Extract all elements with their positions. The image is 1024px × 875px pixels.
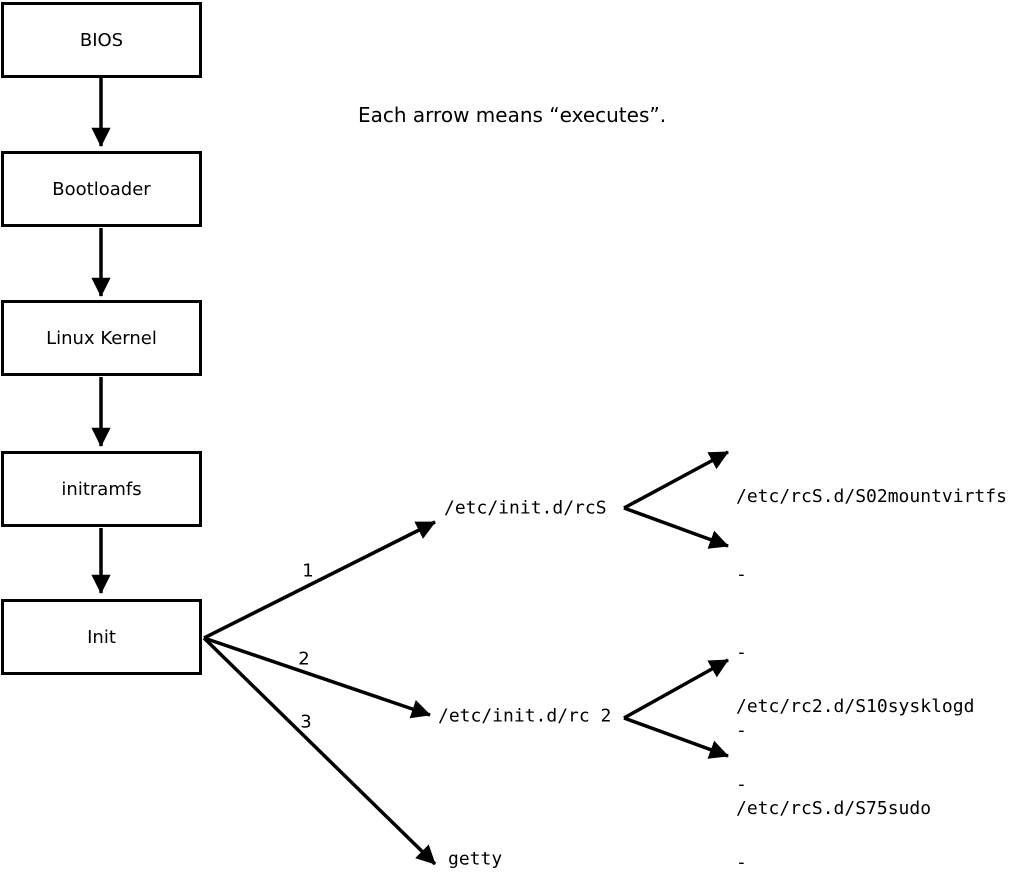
- init-box: Init: [1, 599, 202, 675]
- init-label: Init: [87, 626, 116, 648]
- rcS-target-label: /etc/init.d/rcS: [444, 497, 607, 519]
- arrow-rcS-to-S02mountvirtfs: [623, 450, 729, 510]
- rc2-script-item: /etc/rc2.d/S10sysklogd: [736, 696, 975, 717]
- branch-1-number: 1: [302, 560, 314, 582]
- linux-kernel-label: Linux Kernel: [46, 327, 157, 349]
- rcS-script-item: /etc/rcS.d/S75sudo: [736, 798, 932, 819]
- rcS-script-list: /etc/rcS.d/S02mountvirtfs - - - /etc/rcS…: [736, 432, 1007, 874]
- rcS-script-item: /etc/rcS.d/S02mountvirtfs: [736, 486, 1007, 507]
- arrow-init-to-rc2: [203, 636, 431, 719]
- arrow-init-to-rcS: [203, 520, 436, 640]
- linux-kernel-box: Linux Kernel: [1, 300, 202, 376]
- arrow-rcS-to-S75sudo: [623, 506, 729, 549]
- bootloader-label: Bootloader: [52, 178, 151, 200]
- getty-target-label: getty: [448, 848, 503, 870]
- rc2-script-list: /etc/rc2.d/S10sysklogd - - - /etc/rc2.d/…: [736, 642, 974, 875]
- bios-label: BIOS: [79, 29, 124, 51]
- rcS-script-ellipsis: -: [736, 642, 747, 663]
- rc2-script-ellipsis: -: [736, 852, 747, 873]
- initramfs-box: initramfs: [1, 451, 202, 527]
- bootloader-box: Bootloader: [1, 151, 202, 227]
- arrow-init-to-getty: [202, 636, 437, 866]
- initramfs-label: initramfs: [61, 478, 142, 500]
- bios-box: BIOS: [1, 2, 202, 78]
- rcS-script-ellipsis: -: [736, 720, 747, 741]
- branch-2-number: 2: [298, 648, 310, 670]
- rc2-target-label: /etc/init.d/rc 2: [438, 705, 612, 727]
- arrow-rc2-to-S10sysklogd: [623, 658, 729, 720]
- branch-3-number: 3: [300, 711, 312, 733]
- rcS-script-ellipsis: -: [736, 564, 747, 585]
- rc2-script-ellipsis: -: [736, 774, 747, 795]
- arrow-rc2-to-S99gdm: [623, 716, 729, 759]
- caption: Each arrow means “executes”.: [358, 103, 667, 127]
